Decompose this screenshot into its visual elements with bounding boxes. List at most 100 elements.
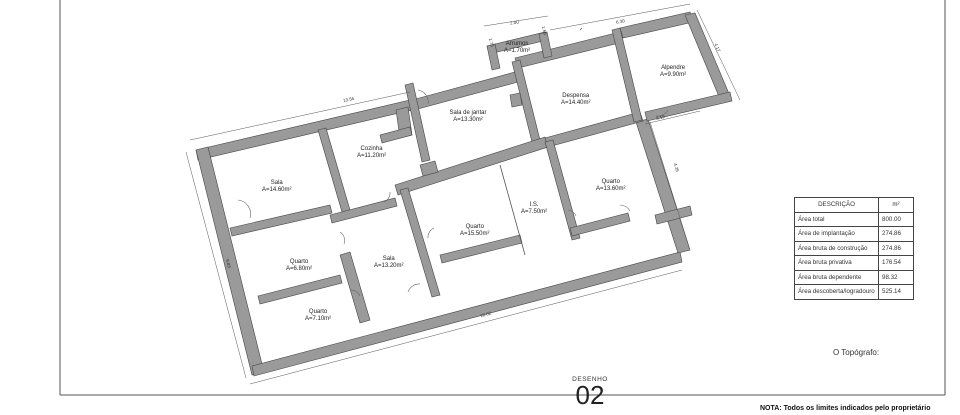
wall-arrumos-right: [538, 31, 553, 59]
room-area: A=13.60m²: [596, 186, 626, 192]
room-area: A=11.20m²: [357, 153, 387, 159]
table-cell-value: 98.32: [878, 269, 914, 285]
room-area: A=6.80m²: [286, 266, 313, 272]
table-cell-value: 274.86: [878, 226, 914, 242]
wall-int-2: [317, 127, 351, 213]
table-cell-label: Área bruta dependente: [794, 269, 879, 285]
wall-east-right-room: [654, 205, 693, 225]
room-area: A=7.10m²: [305, 316, 332, 322]
partition-line-1: [499, 164, 526, 256]
dim-line-arrumos: [483, 15, 549, 27]
wall-int-5: [394, 136, 549, 196]
room-name: Cozinha: [360, 146, 383, 152]
wall-cozinha-niche: [379, 126, 413, 144]
wall-int-14: [569, 212, 631, 237]
dim-line-west: [185, 151, 247, 379]
wall-int-3: [404, 82, 431, 163]
room-name: Arrumos: [505, 41, 529, 47]
dim-line-top: [549, 3, 691, 31]
room-area: A=7.50m²: [521, 209, 548, 215]
room-name: Quarto: [465, 224, 484, 230]
room-label-is: I.S.A=7.50m²: [521, 202, 547, 216]
table-cell-label: Área de implantação: [794, 226, 879, 242]
room-area: A=15.50m²: [460, 231, 490, 237]
table-cell-label: Área total: [794, 211, 879, 227]
dim-line-south: [249, 269, 683, 385]
door-swing-1: [237, 199, 251, 219]
room-name: Despensa: [562, 93, 590, 99]
door-swing-2: [417, 89, 429, 105]
drawing-number-block: DESENHO 02: [568, 376, 612, 410]
room-area: A=13.30m²: [453, 117, 483, 123]
room-name: Sala: [270, 180, 283, 186]
door-swing-8: [567, 209, 577, 217]
room-area: A=13.20m²: [374, 263, 404, 269]
wall-int-1: [229, 204, 333, 237]
table-cell-value: 274.86: [878, 240, 914, 256]
wall-int-17: [509, 92, 523, 108]
partition-line-2: [579, 27, 583, 31]
door-swing-6: [349, 289, 361, 297]
door-swing-10: [655, 109, 669, 117]
wall-south: [251, 251, 683, 377]
dim-line-east-upper: [696, 9, 741, 101]
wall-int-9: [544, 139, 581, 241]
door-swing-3: [383, 191, 391, 203]
dim-line-north: [189, 91, 411, 141]
wall-alpendre-bottom: [644, 91, 733, 122]
footer-note: NOTA: Todos os limites indicados pelo pr…: [760, 405, 931, 412]
room-area: A=1.70m²: [504, 48, 531, 54]
table-cell-value: 800.00: [878, 211, 914, 227]
wall-int-8: [399, 187, 441, 298]
door-swing-4: [339, 231, 345, 245]
drawing-title: DESENHO: [572, 376, 608, 383]
table-header-description: DESCRIÇÃO: [794, 197, 879, 213]
dim-line-alpendre: [644, 110, 701, 125]
wall-east-1: [684, 12, 731, 100]
table-header-unit: m²: [878, 197, 914, 213]
wall-north-mid: [411, 71, 519, 111]
wall-top-right: [619, 11, 694, 39]
wall-int-11: [339, 251, 371, 324]
wall-int-13: [439, 234, 523, 264]
wall-int-12: [329, 197, 398, 224]
room-name: Alpendre: [661, 65, 686, 71]
room-area: A=14.40m²: [561, 100, 591, 106]
table-cell-value: 176.54: [878, 255, 914, 271]
room-area: A=14.60m²: [262, 187, 292, 193]
table-cell-label: Área bruta de construção: [794, 240, 879, 256]
drawing-number: 02: [575, 380, 605, 410]
dim-line-east-lower: [649, 121, 691, 251]
wall-int-16: [419, 160, 439, 177]
wall-east-2: [635, 118, 691, 254]
room-area: A=9.90m²: [660, 72, 687, 78]
door-swing-7: [407, 283, 421, 293]
wall-int-6: [544, 111, 644, 148]
room-name: Quarto: [289, 259, 309, 265]
room-name: Quarto: [601, 179, 620, 185]
table-header-row: DESCRIÇÃO m²: [794, 197, 914, 213]
wall-int-10: [257, 274, 343, 305]
table-cell-label: Área descoberta/logradouro: [794, 284, 879, 300]
room-name: Quarto: [308, 309, 328, 315]
topografo-signature-label: O Topógrafo:: [833, 348, 880, 357]
room-name: I.S.: [529, 202, 539, 208]
